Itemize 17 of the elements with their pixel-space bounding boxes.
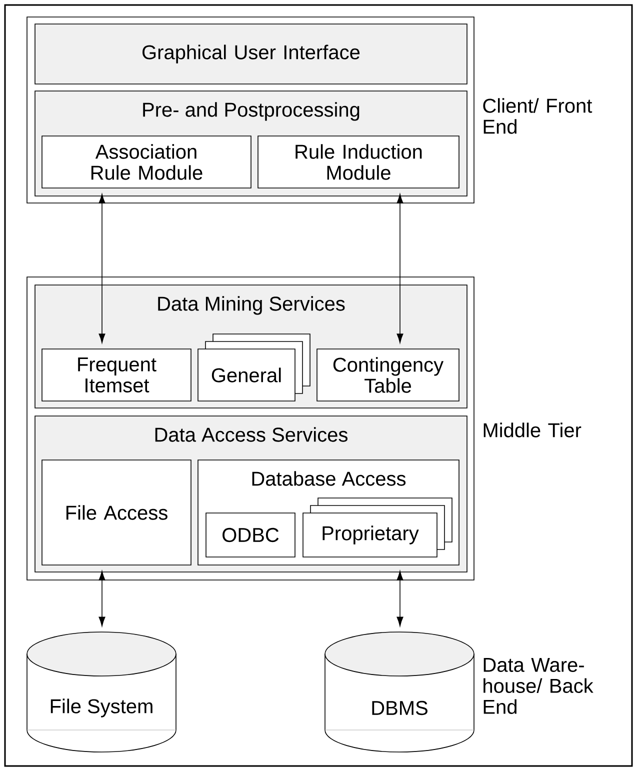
database-cylinder: File System (26, 632, 176, 752)
module-box: ODBC (206, 512, 296, 558)
module-box: Contingency Table (316, 348, 460, 402)
module-box: Association Rule Module (42, 136, 252, 188)
arrow (98, 194, 106, 344)
arrow (396, 194, 404, 344)
stacked-module-box: General (198, 334, 310, 402)
module-box: Frequent Itemset (42, 348, 192, 402)
arrow (98, 570, 106, 626)
stacked-module-box: Proprietary (302, 498, 452, 558)
tier-label: Client/ Front End (483, 98, 592, 134)
module-box: Rule Induction Module (258, 136, 460, 188)
tier-label: Middle Tier (484, 422, 582, 438)
module-box: File Access (42, 460, 192, 566)
arrow (396, 570, 404, 626)
layer-box: Graphical User Interface (34, 24, 468, 84)
database-cylinder: DBMS (324, 632, 474, 752)
